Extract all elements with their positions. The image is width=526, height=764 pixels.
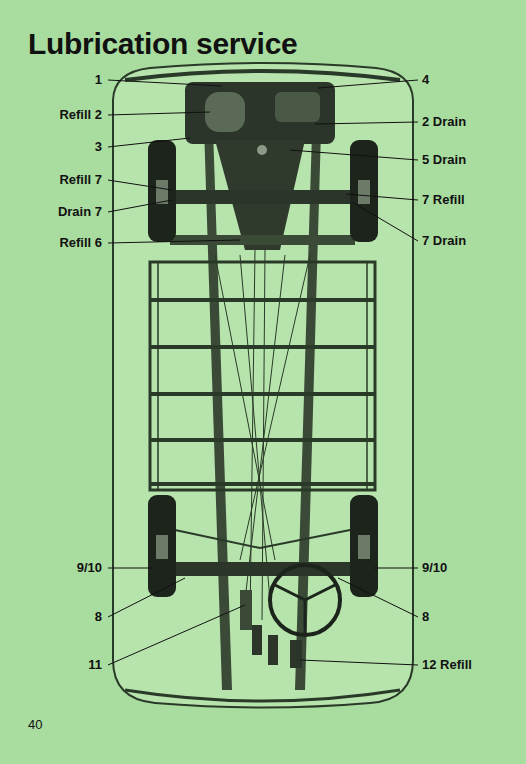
cable: [215, 255, 275, 560]
leader-line: [108, 605, 245, 665]
callout-label: 4: [422, 72, 429, 88]
front-bumper: [125, 690, 400, 701]
wheel-hub: [358, 180, 370, 204]
rear-wheel: [148, 140, 176, 242]
wheel-hub: [358, 535, 370, 559]
platform-frame: [158, 262, 367, 490]
platform-frame: [150, 262, 375, 490]
page-number: 40: [28, 717, 42, 733]
tie-rod: [175, 530, 350, 548]
callout-label: 9/10: [422, 560, 447, 576]
callout-label: 7 Refill: [422, 192, 465, 208]
torsion-bar: [170, 235, 355, 245]
leader-line: [290, 150, 418, 160]
body-outline: [113, 63, 413, 708]
leader-line: [108, 200, 172, 212]
callout-label: 1: [95, 72, 102, 88]
steering-spoke: [305, 585, 335, 600]
callout-label: 8: [95, 609, 102, 625]
wheel-hub: [156, 535, 168, 559]
leader-line: [315, 122, 418, 124]
callout-label: 8: [422, 609, 429, 625]
leader-line: [108, 112, 210, 115]
leader-line: [346, 194, 418, 200]
callout-label: Refill 2: [59, 107, 102, 123]
front-wheel: [350, 495, 378, 597]
leader-line: [108, 180, 172, 190]
engine-block: [185, 82, 335, 144]
leader-line: [352, 202, 418, 241]
cross-member: [150, 438, 375, 442]
steering-wheel: [270, 565, 340, 635]
leader-line: [108, 568, 152, 569]
callout-label: 2 Drain: [422, 114, 466, 130]
page-title: Lubrication service: [28, 27, 297, 61]
pedal: [252, 625, 262, 655]
leader-lines: [108, 80, 418, 665]
wheel-hub: [156, 180, 168, 204]
brake-master-cylinder: [240, 590, 252, 630]
leader-line: [300, 660, 418, 665]
callout-label: 12 Refill: [422, 657, 472, 673]
cross-members: [150, 300, 375, 484]
pedal: [268, 635, 278, 665]
rear-axle: [168, 190, 358, 204]
leader-line: [108, 80, 222, 86]
leader-line: [108, 138, 190, 147]
cross-member: [150, 482, 375, 486]
callout-label: 3: [95, 139, 102, 155]
cross-member: [150, 298, 375, 302]
callout-label: Drain 7: [58, 204, 102, 220]
drain-plug: [257, 145, 267, 155]
cable: [240, 255, 310, 560]
callout-label: 9/10: [77, 560, 102, 576]
callout-label: Refill 6: [59, 235, 102, 251]
steering-spoke: [275, 585, 305, 600]
engine-fan: [205, 92, 245, 132]
callout-label: 5 Drain: [422, 152, 466, 168]
rear-bumper: [125, 71, 400, 80]
callout-label: 11: [88, 657, 102, 673]
leader-line: [108, 240, 240, 243]
steering-spoke: [304, 600, 307, 635]
engine-part: [275, 92, 320, 122]
leader-line: [108, 578, 185, 617]
cross-member: [150, 392, 375, 396]
leader-line: [318, 80, 418, 88]
front-wheel: [148, 495, 176, 597]
cable: [245, 255, 285, 600]
callout-label: 7 Drain: [422, 233, 466, 249]
cross-member: [150, 345, 375, 349]
leader-line: [338, 578, 418, 617]
leader-line: [374, 568, 418, 569]
pedal: [290, 640, 302, 668]
callout-label: Refill 7: [59, 172, 102, 188]
